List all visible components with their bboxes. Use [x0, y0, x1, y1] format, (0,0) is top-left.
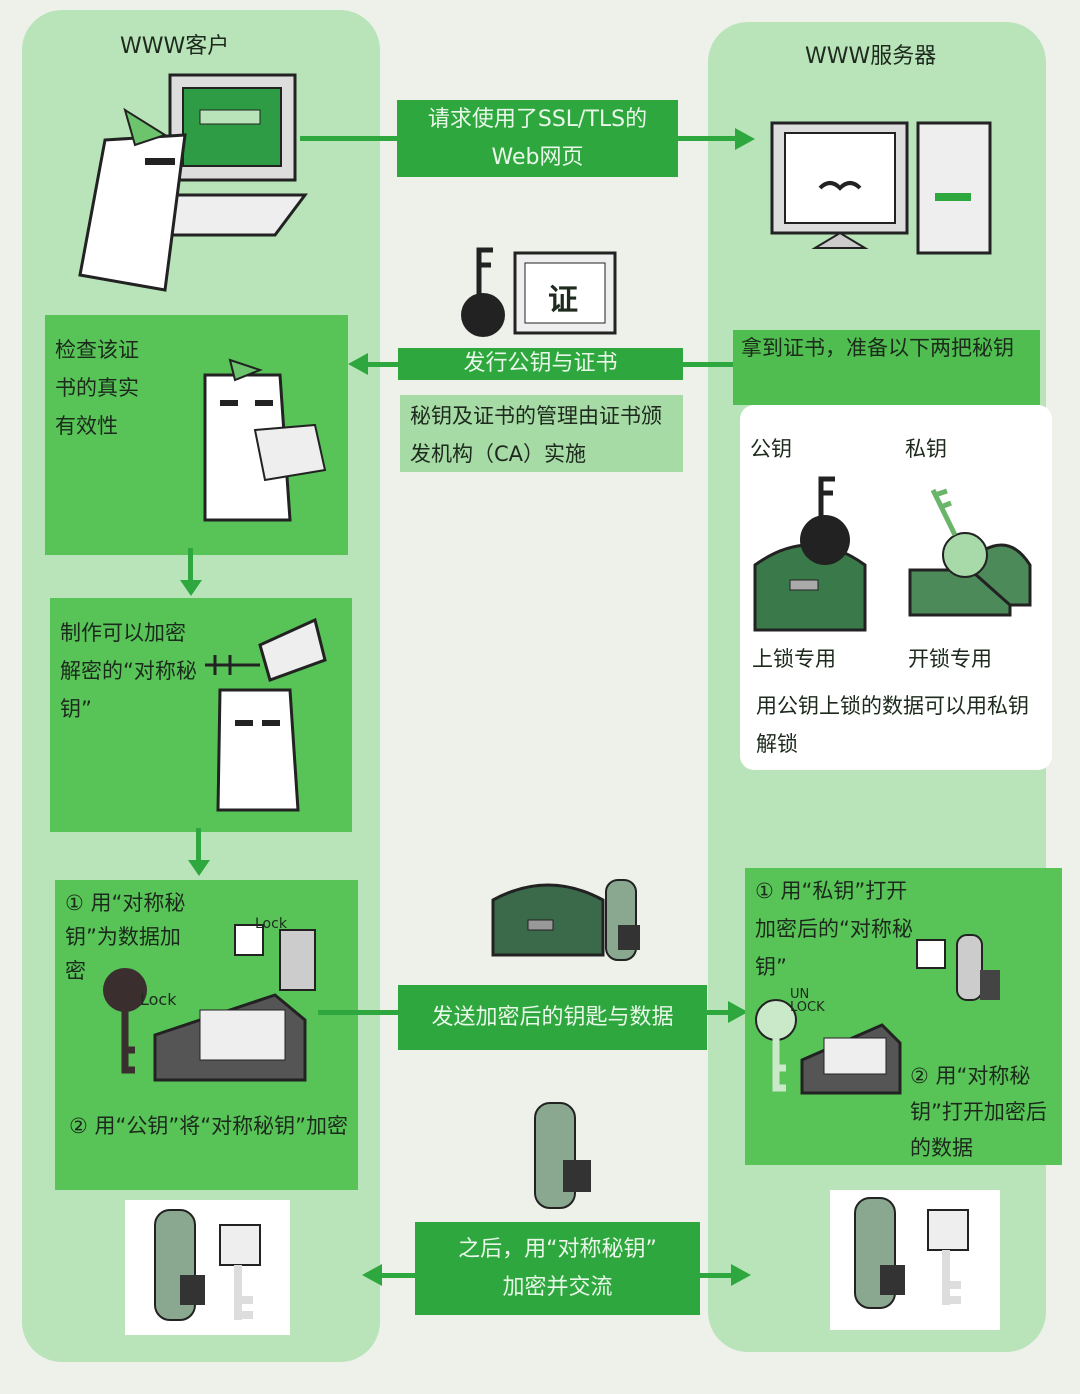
lock-use-label: 上锁专用	[752, 647, 836, 671]
person-holding-key-icon	[205, 617, 327, 812]
client-symmetric-key-panel	[125, 1200, 290, 1335]
person-reading-icon	[203, 358, 327, 522]
request-label: 请求使用了SSL/TLS的 Web网页	[397, 100, 678, 177]
public-key-chest-icon	[753, 476, 867, 632]
client-computer-icon	[78, 73, 308, 292]
lock-label: Lock	[140, 990, 177, 1009]
server-computer-icon	[770, 121, 992, 255]
server-prepare-label: 拿到证书，准备以下两把秘钥	[733, 330, 1040, 405]
locked-cylinder-and-key-icon	[854, 1197, 969, 1309]
send-label: 发送加密后的钥匙与数据	[398, 985, 707, 1050]
ca-note: 秘钥及证书的管理由证书颁发机构（CA）实施	[400, 395, 683, 472]
request-line-2: Web网页	[491, 144, 584, 170]
arrow-right-icon	[728, 1001, 748, 1023]
arrow-right-icon	[731, 1264, 751, 1286]
encrypt-chest-icon	[103, 924, 316, 1082]
exchange-line-1: 之后，用“对称秘钥”	[458, 1236, 657, 1262]
check-certificate-text: 检查该证书的真实有效性	[55, 338, 139, 438]
arrow-left-icon	[348, 353, 368, 375]
down-arrow-1	[188, 548, 193, 586]
public-key-and-certificate-icon	[461, 247, 617, 337]
certificate-glyph: 证	[548, 283, 578, 318]
decrypt-step-1-text: ① 用“私钥”打开加密后的“对称秘钥”	[755, 879, 913, 979]
request-line-1: 请求使用了SSL/TLS的	[427, 106, 648, 132]
decrypt-chest-icon	[755, 934, 1000, 1095]
issue-label: 发行公钥与证书	[398, 348, 683, 380]
lock-label-small: Lock	[255, 916, 287, 932]
encrypt-step-1-text: ① 用“对称秘钥”为数据加密	[65, 891, 186, 983]
arrow-left-icon	[362, 1264, 382, 1286]
private-key-chest-icon	[908, 488, 1032, 617]
locked-chest-icon	[491, 879, 640, 961]
locked-cylinder-and-key-icon	[154, 1209, 261, 1321]
exchange-line-2: 加密并交流	[502, 1274, 613, 1300]
public-key-label: 公钥	[750, 437, 792, 461]
key-explain-text: 用公钥上锁的数据可以用私钥解锁	[756, 694, 1029, 756]
make-symmetric-key-text: 制作可以加密解密的“对称秘钥”	[60, 621, 197, 721]
private-key-label: 私钥	[905, 437, 947, 461]
unlock-use-label: 开锁专用	[908, 647, 992, 671]
encrypt-step-2-text: ② 用“公钥”将“对称秘钥”加密	[69, 1114, 349, 1138]
arrow-down-icon	[188, 860, 210, 876]
unlock-label: UN LOCK	[790, 987, 825, 1015]
client-title: WWW客户	[120, 34, 230, 59]
arrow-right-icon	[735, 128, 755, 150]
decrypt-step-2-text: ② 用“对称秘钥”打开加密后的数据	[910, 1064, 1047, 1160]
decrypt-step: ① 用“私钥”打开加密后的“对称秘钥”	[745, 868, 1062, 1165]
server-title: WWW服务器	[805, 44, 937, 69]
key-explain-panel: 公钥 私钥 上锁专用 开锁专用 用公钥上锁的数据可以用私钥解锁	[740, 405, 1052, 770]
locked-cylinder-icon	[534, 1102, 591, 1209]
down-arrow-2	[196, 828, 201, 866]
exchange-label: 之后，用“对称秘钥” 加密并交流	[415, 1222, 700, 1315]
arrow-down-icon	[180, 580, 202, 596]
